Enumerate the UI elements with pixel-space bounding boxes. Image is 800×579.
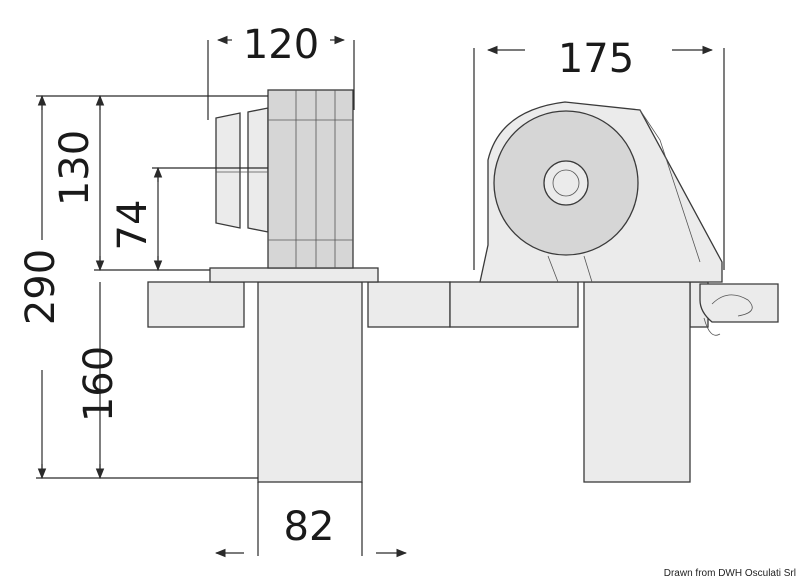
side-view-gypsy: [209, 89, 379, 283]
dim-290-label: 290: [18, 249, 64, 325]
dim-130-label: 130: [52, 130, 98, 206]
motor-right: [583, 281, 691, 483]
motor-left: [257, 281, 363, 483]
credit-text: Drawn from DWH Osculati Srl: [664, 568, 796, 579]
dim-160-label: 160: [76, 346, 122, 422]
chain-stopper: [699, 283, 779, 336]
dim-74-label: 74: [110, 200, 156, 251]
dim-175-label: 175: [558, 36, 634, 82]
dim-82-label: 82: [284, 504, 335, 550]
dim-120-label: 120: [243, 22, 319, 68]
front-view-housing: [479, 101, 723, 283]
